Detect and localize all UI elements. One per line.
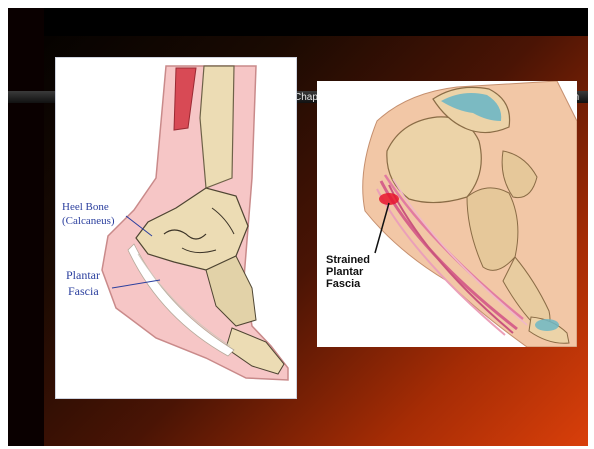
foot-anatomy-drawing xyxy=(56,58,296,398)
calcaneus-label: (Calcaneus) xyxy=(62,215,115,227)
slide-left-band xyxy=(8,8,44,446)
heel-bone-label: Heel Bone xyxy=(62,201,109,213)
fascia-label: Fascia xyxy=(68,284,99,299)
strained-label: Strained xyxy=(326,254,370,266)
plantar-label: Plantar xyxy=(66,268,100,283)
fascia-label-right: Fascia xyxy=(326,278,360,290)
slide-background: Chap ram Heel Bone xyxy=(8,8,588,446)
header-text-left: Chap xyxy=(294,93,318,103)
plantar-label-right: Plantar xyxy=(326,266,363,278)
slide-top-band xyxy=(8,8,588,36)
strained-foot-drawing xyxy=(317,81,577,347)
heel-illustration-right: Strained Plantar Fascia xyxy=(317,81,577,347)
heel-illustration-left: Heel Bone (Calcaneus) Plantar Fascia xyxy=(55,57,297,399)
